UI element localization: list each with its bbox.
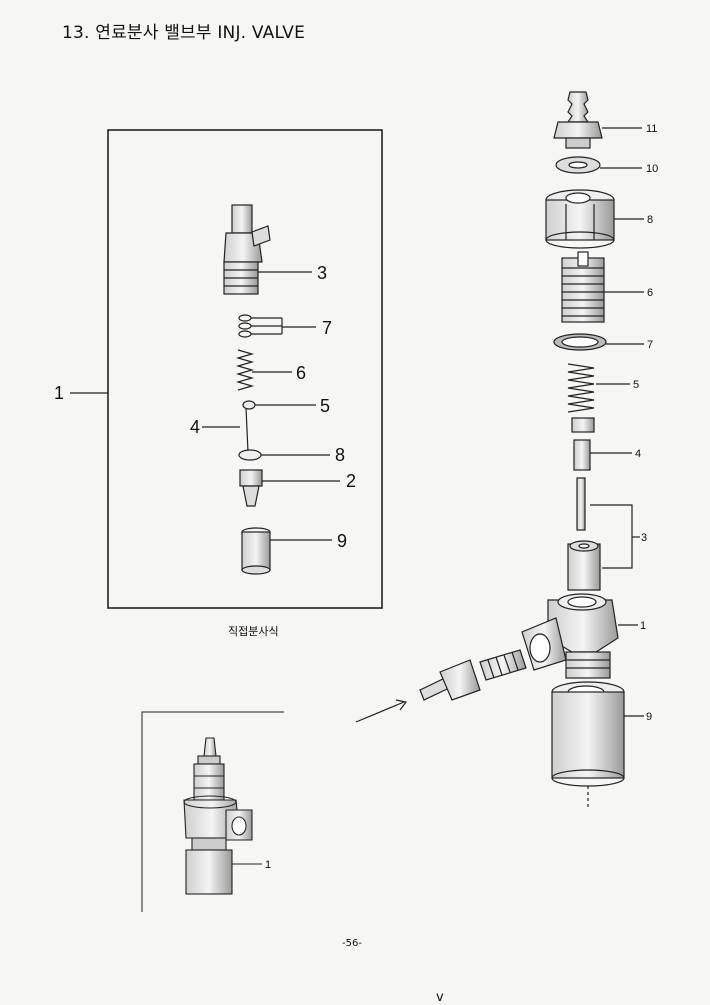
nozzle-holder-part xyxy=(223,204,271,295)
delivery-valve-part xyxy=(567,477,601,591)
diagram-caption: 직접분사식 xyxy=(228,625,279,638)
left-label-shims: 7 xyxy=(322,318,332,338)
page-title: 13. 연료분사 밸브부 INJ. VALVE xyxy=(62,23,306,43)
retaining-nut-part xyxy=(241,527,271,575)
inlet-fitting-part xyxy=(553,91,603,149)
page-number: -56- xyxy=(342,938,362,949)
left-assembly xyxy=(70,129,383,609)
hex-nut-part xyxy=(545,189,615,249)
right-label-delivery-valve: 3 xyxy=(641,532,647,544)
stray-mark: v xyxy=(436,990,444,1005)
spring-seat-part xyxy=(242,400,256,410)
left-label-spacer: 8 xyxy=(335,445,345,465)
left-label-retaining-nut: 9 xyxy=(337,531,347,551)
left-label-nozzle: 2 xyxy=(346,471,356,491)
assembled-view xyxy=(141,711,284,912)
right-label-o-ring: 7 xyxy=(647,339,653,351)
left-label-assembly: 1 xyxy=(54,383,64,403)
right-label-inlet-fitting: 11 xyxy=(646,123,657,135)
valve-spring-part xyxy=(567,363,595,413)
left-label-push-rod: 4 xyxy=(190,417,200,437)
lower-nut-part xyxy=(551,681,625,810)
valve-body-part xyxy=(521,593,619,679)
left-label-nozzle-holder: 3 xyxy=(317,263,327,283)
assembled-label-body: 1 xyxy=(265,859,271,871)
threaded-sleeve-part xyxy=(561,251,605,323)
right-label-valve-piston: 4 xyxy=(635,448,641,460)
o-ring-part xyxy=(553,333,607,351)
flow-arrow xyxy=(355,699,408,723)
right-label-washer: 10 xyxy=(646,163,658,175)
right-label-hex-nut: 8 xyxy=(647,214,653,226)
washer-part xyxy=(555,156,601,174)
left-assembly-frame xyxy=(107,129,383,609)
spacer-part xyxy=(238,449,262,461)
valve-seat-cap-part xyxy=(571,417,595,433)
left-label-spring-seat: 5 xyxy=(320,396,330,416)
assembled-view-frame xyxy=(141,711,284,912)
right-label-lower-nut: 9 xyxy=(646,711,652,723)
left-label-spring: 6 xyxy=(296,363,306,383)
right-assembly xyxy=(355,91,644,810)
right-label-threaded-sleeve: 6 xyxy=(647,287,653,299)
shim-washers-part xyxy=(238,314,283,338)
valve-piston-part xyxy=(573,439,591,471)
right-label-valve-spring: 5 xyxy=(633,379,639,391)
push-rod-part xyxy=(245,407,249,453)
nozzle-part xyxy=(239,469,263,507)
spring-part xyxy=(235,349,255,391)
fuel-pipe-part xyxy=(419,649,527,701)
right-label-valve-body: 1 xyxy=(640,620,646,632)
